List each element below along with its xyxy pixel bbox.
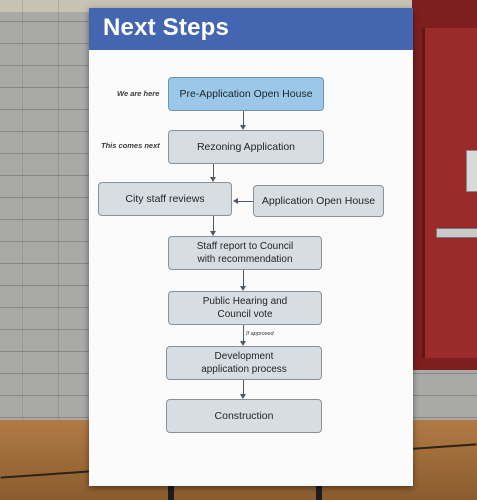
connector-line — [213, 216, 214, 231]
door-sign — [466, 150, 477, 192]
step-pre-application-open-house: Pre-Application Open House — [168, 77, 324, 111]
arrow-left-icon — [233, 198, 238, 204]
red-door — [422, 28, 477, 358]
arrow-down-icon — [240, 394, 246, 399]
step-development-application: Development application process — [166, 346, 322, 380]
step-city-staff-reviews: City staff reviews — [98, 182, 232, 216]
arrow-down-icon — [210, 231, 216, 236]
arrow-down-icon — [240, 286, 246, 291]
step-staff-report: Staff report to Council with recommendat… — [168, 236, 322, 270]
door-push-bar — [436, 228, 477, 238]
poster-header: Next Steps — [89, 8, 413, 50]
connector-line — [213, 164, 214, 177]
easel-leg-left — [168, 485, 174, 500]
arrow-down-icon — [240, 125, 246, 130]
connector-line — [243, 325, 244, 341]
arrow-down-icon — [210, 177, 216, 182]
brick-joint — [22, 0, 23, 440]
connector-line — [243, 380, 244, 394]
poster-title: Next Steps — [103, 14, 230, 41]
connector-line — [243, 111, 244, 125]
if-approved-note: If approved — [246, 331, 274, 337]
step-construction: Construction — [166, 399, 322, 433]
arrow-down-icon — [240, 341, 246, 346]
step-application-open-house: Application Open House — [253, 185, 384, 217]
next-steps-poster: Next Steps We are here This comes next I… — [89, 8, 413, 486]
step-public-hearing: Public Hearing and Council vote — [168, 291, 322, 325]
step-rezoning-application: Rezoning Application — [168, 130, 324, 164]
connector-line — [238, 201, 253, 202]
easel-leg-right — [316, 485, 322, 500]
brick-joint — [58, 0, 59, 440]
this-comes-next-note: This comes next — [101, 141, 160, 150]
we-are-here-note: We are here — [117, 89, 160, 98]
connector-line — [243, 270, 244, 286]
